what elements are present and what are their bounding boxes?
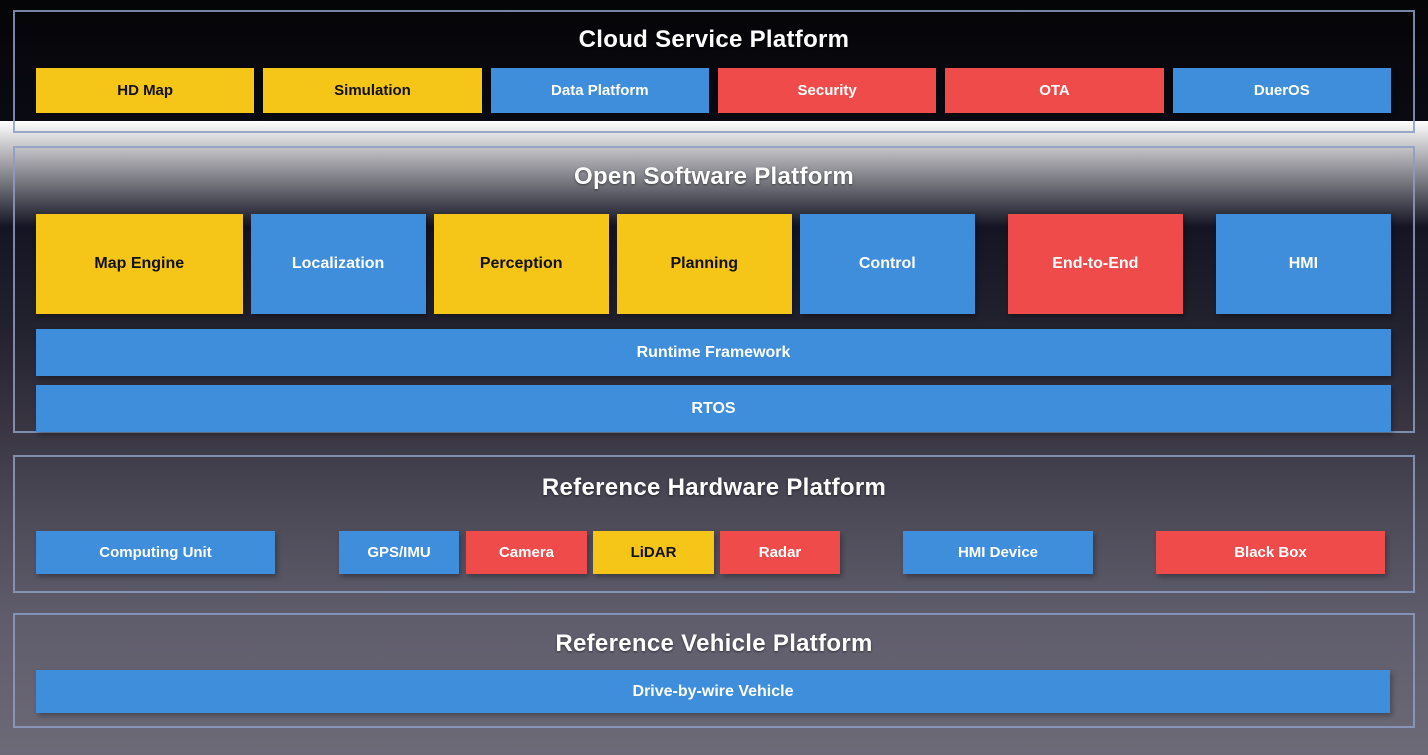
open-software-platform-section: Open Software Platform Map Engine Locali… xyxy=(13,146,1415,433)
box-data-platform: Data Platform xyxy=(490,68,709,113)
bar-drive-by-wire-vehicle: Drive-by-wire Vehicle xyxy=(36,670,1390,713)
reference-vehicle-platform-section: Reference Vehicle Platform Drive-by-wire… xyxy=(13,613,1415,728)
cloud-service-row: HD Map Simulation Data Platform Security… xyxy=(15,68,1413,113)
open-software-platform-title: Open Software Platform xyxy=(574,163,854,190)
hardware-row: Computing Unit GPS/IMU Camera LiDAR Rada… xyxy=(15,531,1413,574)
box-camera: Camera xyxy=(466,531,587,574)
module-perception: Perception xyxy=(433,214,609,314)
module-hmi: HMI xyxy=(1215,214,1391,314)
module-map-engine: Map Engine xyxy=(36,214,243,314)
reference-vehicle-platform-title: Reference Vehicle Platform xyxy=(555,630,873,657)
module-end-to-end: End-to-End xyxy=(1007,214,1183,314)
bar-runtime-framework: Runtime Framework xyxy=(36,329,1391,376)
reference-hardware-platform-title: Reference Hardware Platform xyxy=(541,474,887,501)
box-gps-imu: GPS/IMU xyxy=(339,531,459,574)
box-lidar: LiDAR xyxy=(593,531,714,574)
box-hmi-device: HMI Device xyxy=(903,531,1093,574)
bar-rtos: RTOS xyxy=(36,385,1391,432)
reference-hardware-platform-section: Reference Hardware Platform Computing Un… xyxy=(13,455,1415,593)
box-radar: Radar xyxy=(720,531,840,574)
module-control: Control xyxy=(799,214,975,314)
module-planning: Planning xyxy=(616,214,792,314)
box-security: Security xyxy=(717,68,937,113)
box-simulation: Simulation xyxy=(263,68,482,113)
software-modules-row: Map Engine Localization Perception Plann… xyxy=(15,214,1413,314)
cloud-service-platform-section: Cloud Service Platform HD Map Simulation… xyxy=(13,10,1415,133)
box-dueros: DuerOS xyxy=(1172,68,1391,113)
box-computing-unit: Computing Unit xyxy=(36,531,275,574)
box-ota: OTA xyxy=(945,68,1164,113)
module-localization: Localization xyxy=(250,214,426,314)
box-hd-map: HD Map xyxy=(36,68,255,113)
cloud-service-platform-title: Cloud Service Platform xyxy=(578,26,850,53)
box-black-box: Black Box xyxy=(1156,531,1385,574)
